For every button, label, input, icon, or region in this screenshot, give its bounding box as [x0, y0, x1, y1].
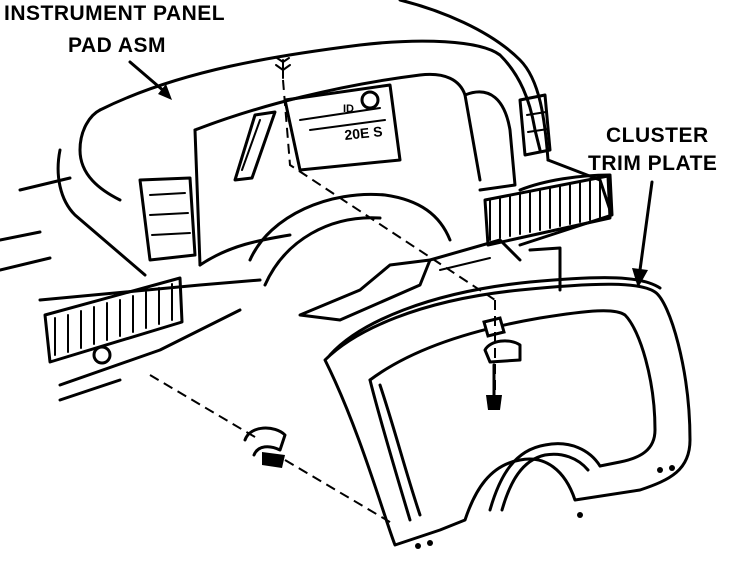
cluster-trim-plate [323, 276, 692, 549]
instrument-panel-label-line1: INSTRUMENT PANEL [4, 2, 226, 25]
cluster-trim-label-line1: CLUSTER [606, 124, 709, 147]
left-vent [43, 276, 184, 365]
clip-fastener [243, 426, 287, 468]
instrument-panel-leader-arrow [128, 60, 172, 100]
left-side-vent [138, 176, 197, 262]
right-side-vent [518, 93, 552, 157]
instrument-panel-pad [0, 0, 614, 402]
instrument-panel-label-line2: PAD ASM [68, 34, 166, 57]
right-vent [483, 174, 612, 247]
cluster-trim-leader-arrow [632, 180, 654, 288]
cluster-small-text: ID [343, 103, 354, 115]
alignment-lines [149, 79, 496, 526]
cluster-odometer-text: 20E S [344, 123, 384, 143]
cluster-trim-label-line2: TRIM PLATE [588, 152, 718, 175]
alignment-mark-icon [275, 57, 291, 79]
